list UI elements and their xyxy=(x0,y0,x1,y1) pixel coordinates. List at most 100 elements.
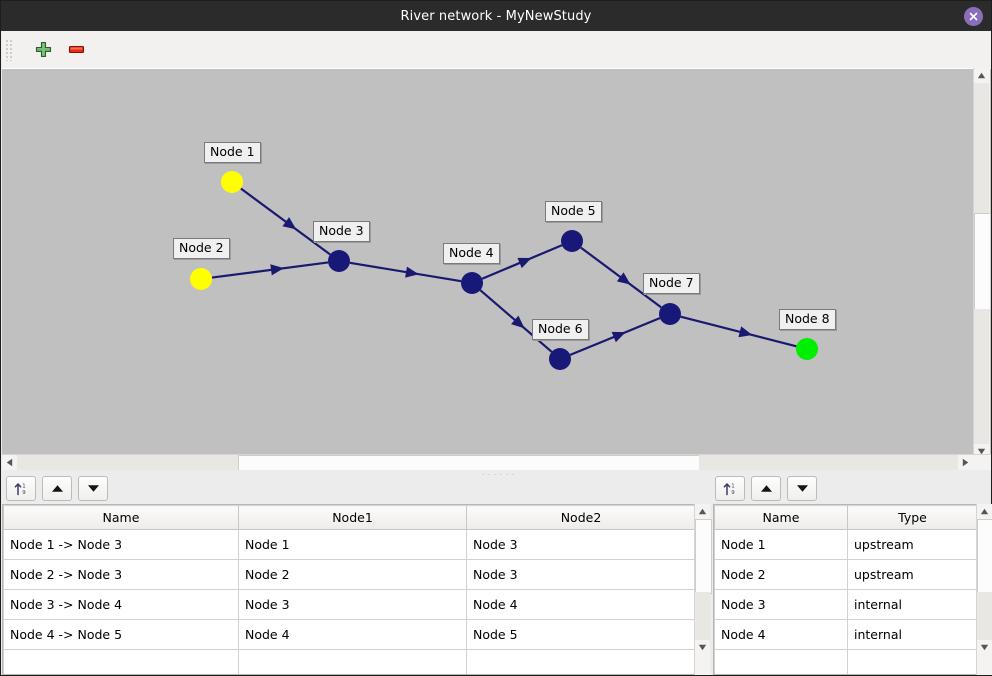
graph-node-label[interactable]: Node 8 xyxy=(779,309,836,330)
graph-node[interactable] xyxy=(328,250,350,272)
branch-cell[interactable]: Node 3 -> Node 4 xyxy=(3,589,239,620)
move-down-icon[interactable] xyxy=(78,475,108,501)
branch-scroll-up-arrow-icon[interactable] xyxy=(695,504,710,519)
branch-cell[interactable] xyxy=(466,649,694,674)
graph-node-label[interactable]: Node 5 xyxy=(545,201,602,222)
river-network-canvas[interactable]: Node 1 Node 2 Node 3 Node 4 Node 5 Node 6 Node… xyxy=(2,68,991,461)
node-cell[interactable]: Node 4 xyxy=(714,619,848,650)
node-cell[interactable] xyxy=(847,649,976,674)
branch-cell[interactable]: Node 3 xyxy=(466,559,694,590)
graph-node[interactable] xyxy=(561,230,583,252)
branch-cell[interactable]: Node 1 -> Node 3 xyxy=(3,529,239,560)
node-cell[interactable]: Node 2 xyxy=(714,559,848,590)
graph-node-label[interactable]: Node 6 xyxy=(532,319,589,340)
branch-cell[interactable] xyxy=(3,649,239,674)
node-table-vertical-scrollbar[interactable] xyxy=(976,504,992,675)
branch-table-toolbar: 1 9 xyxy=(6,475,108,501)
graph-node-label[interactable]: Node 4 xyxy=(443,243,500,264)
branch-cell[interactable]: Node 4 xyxy=(466,589,694,620)
node-scroll-down-arrow-icon[interactable] xyxy=(977,640,992,655)
toolbar-grip[interactable] xyxy=(5,38,13,61)
window-titlebar: River network - MyNewStudy xyxy=(1,1,991,31)
branch-table-vertical-scrollbar[interactable] xyxy=(694,504,712,675)
graph-node-label[interactable]: Node 2 xyxy=(173,238,230,259)
minus-glyph xyxy=(68,45,84,54)
graph-node[interactable] xyxy=(659,303,681,325)
green-plus-icon[interactable] xyxy=(30,37,56,63)
table-row[interactable] xyxy=(3,649,694,674)
branch-cell[interactable]: Node 1 xyxy=(238,529,467,560)
node-cell[interactable]: upstream xyxy=(847,559,976,590)
graph-vertical-scrollbar[interactable] xyxy=(973,68,991,460)
node-cell[interactable]: Node 1 xyxy=(714,529,848,560)
red-minus-icon[interactable] xyxy=(63,37,89,63)
branch-cell[interactable]: Node 5 xyxy=(466,619,694,650)
graph-edge[interactable] xyxy=(211,261,329,279)
node-cell[interactable] xyxy=(714,649,848,674)
graph-edge[interactable] xyxy=(240,187,331,256)
branch-cell[interactable]: Node 4 xyxy=(238,619,467,650)
branch-cell[interactable]: Node 2 xyxy=(238,559,467,590)
scroll-down-arrow-icon[interactable] xyxy=(974,444,989,459)
branch-cell[interactable]: Node 4 -> Node 5 xyxy=(3,619,239,650)
panel-splitter[interactable] xyxy=(2,470,991,478)
node-col-type[interactable]: Type xyxy=(847,505,976,530)
branch-cell[interactable]: Node 3 xyxy=(466,529,694,560)
node-col-name[interactable]: Name xyxy=(714,505,848,530)
table-row[interactable] xyxy=(714,649,976,674)
branch-col-node2[interactable]: Node2 xyxy=(466,505,694,530)
graph-node[interactable] xyxy=(461,272,483,294)
move-up-icon[interactable] xyxy=(751,475,781,501)
node-cell[interactable]: upstream xyxy=(847,529,976,560)
branch-vscroll-thumb[interactable] xyxy=(695,519,712,594)
move-up-glyph xyxy=(760,484,772,492)
graph-node-label[interactable]: Node 1 xyxy=(204,142,261,163)
move-up-glyph xyxy=(51,484,63,492)
graph-node-label[interactable]: Node 7 xyxy=(643,273,700,294)
branch-cell[interactable]: Node 3 xyxy=(238,589,467,620)
graph-node[interactable] xyxy=(221,171,243,193)
sort-glyph: 1 9 xyxy=(14,482,26,496)
branch-cell[interactable] xyxy=(238,649,467,674)
node-cell[interactable]: Node 3 xyxy=(714,589,848,620)
branch-scroll-down-arrow-icon[interactable] xyxy=(695,640,710,655)
scroll-left-arrow-icon[interactable] xyxy=(2,455,17,470)
graph-vscroll-thumb[interactable] xyxy=(974,213,991,311)
close-icon[interactable] xyxy=(964,7,983,26)
sort-ascending-icon[interactable]: 1 9 xyxy=(6,475,36,501)
node-scroll-up-arrow-icon[interactable] xyxy=(977,504,992,519)
svg-text:1: 1 xyxy=(731,483,734,489)
move-up-icon[interactable] xyxy=(42,475,72,501)
sort-ascending-icon[interactable]: 1 9 xyxy=(715,475,745,501)
scroll-up-arrow-icon[interactable] xyxy=(974,68,989,83)
graph-node-label[interactable]: Node 3 xyxy=(313,221,370,242)
down-arrow-glyph xyxy=(980,644,989,651)
branch-cell[interactable]: Node 2 -> Node 3 xyxy=(3,559,239,590)
graph-node[interactable] xyxy=(190,268,212,290)
graph-edge-arrow xyxy=(517,257,532,269)
scroll-right-arrow-icon[interactable] xyxy=(958,455,973,470)
branch-col-name[interactable]: Name xyxy=(3,505,239,530)
move-down-icon[interactable] xyxy=(787,475,817,501)
node-cell[interactable]: internal xyxy=(847,619,976,650)
graph-horizontal-scrollbar[interactable] xyxy=(2,454,991,472)
main-toolbar xyxy=(2,31,991,69)
branch-col-node1[interactable]: Node1 xyxy=(238,505,467,530)
graph-edge[interactable] xyxy=(680,315,797,348)
graph-node[interactable] xyxy=(796,338,818,360)
node-vscroll-thumb[interactable] xyxy=(977,519,992,594)
graph-edge[interactable] xyxy=(349,261,462,283)
graph-node[interactable] xyxy=(549,348,571,370)
node-cell[interactable]: internal xyxy=(847,589,976,620)
